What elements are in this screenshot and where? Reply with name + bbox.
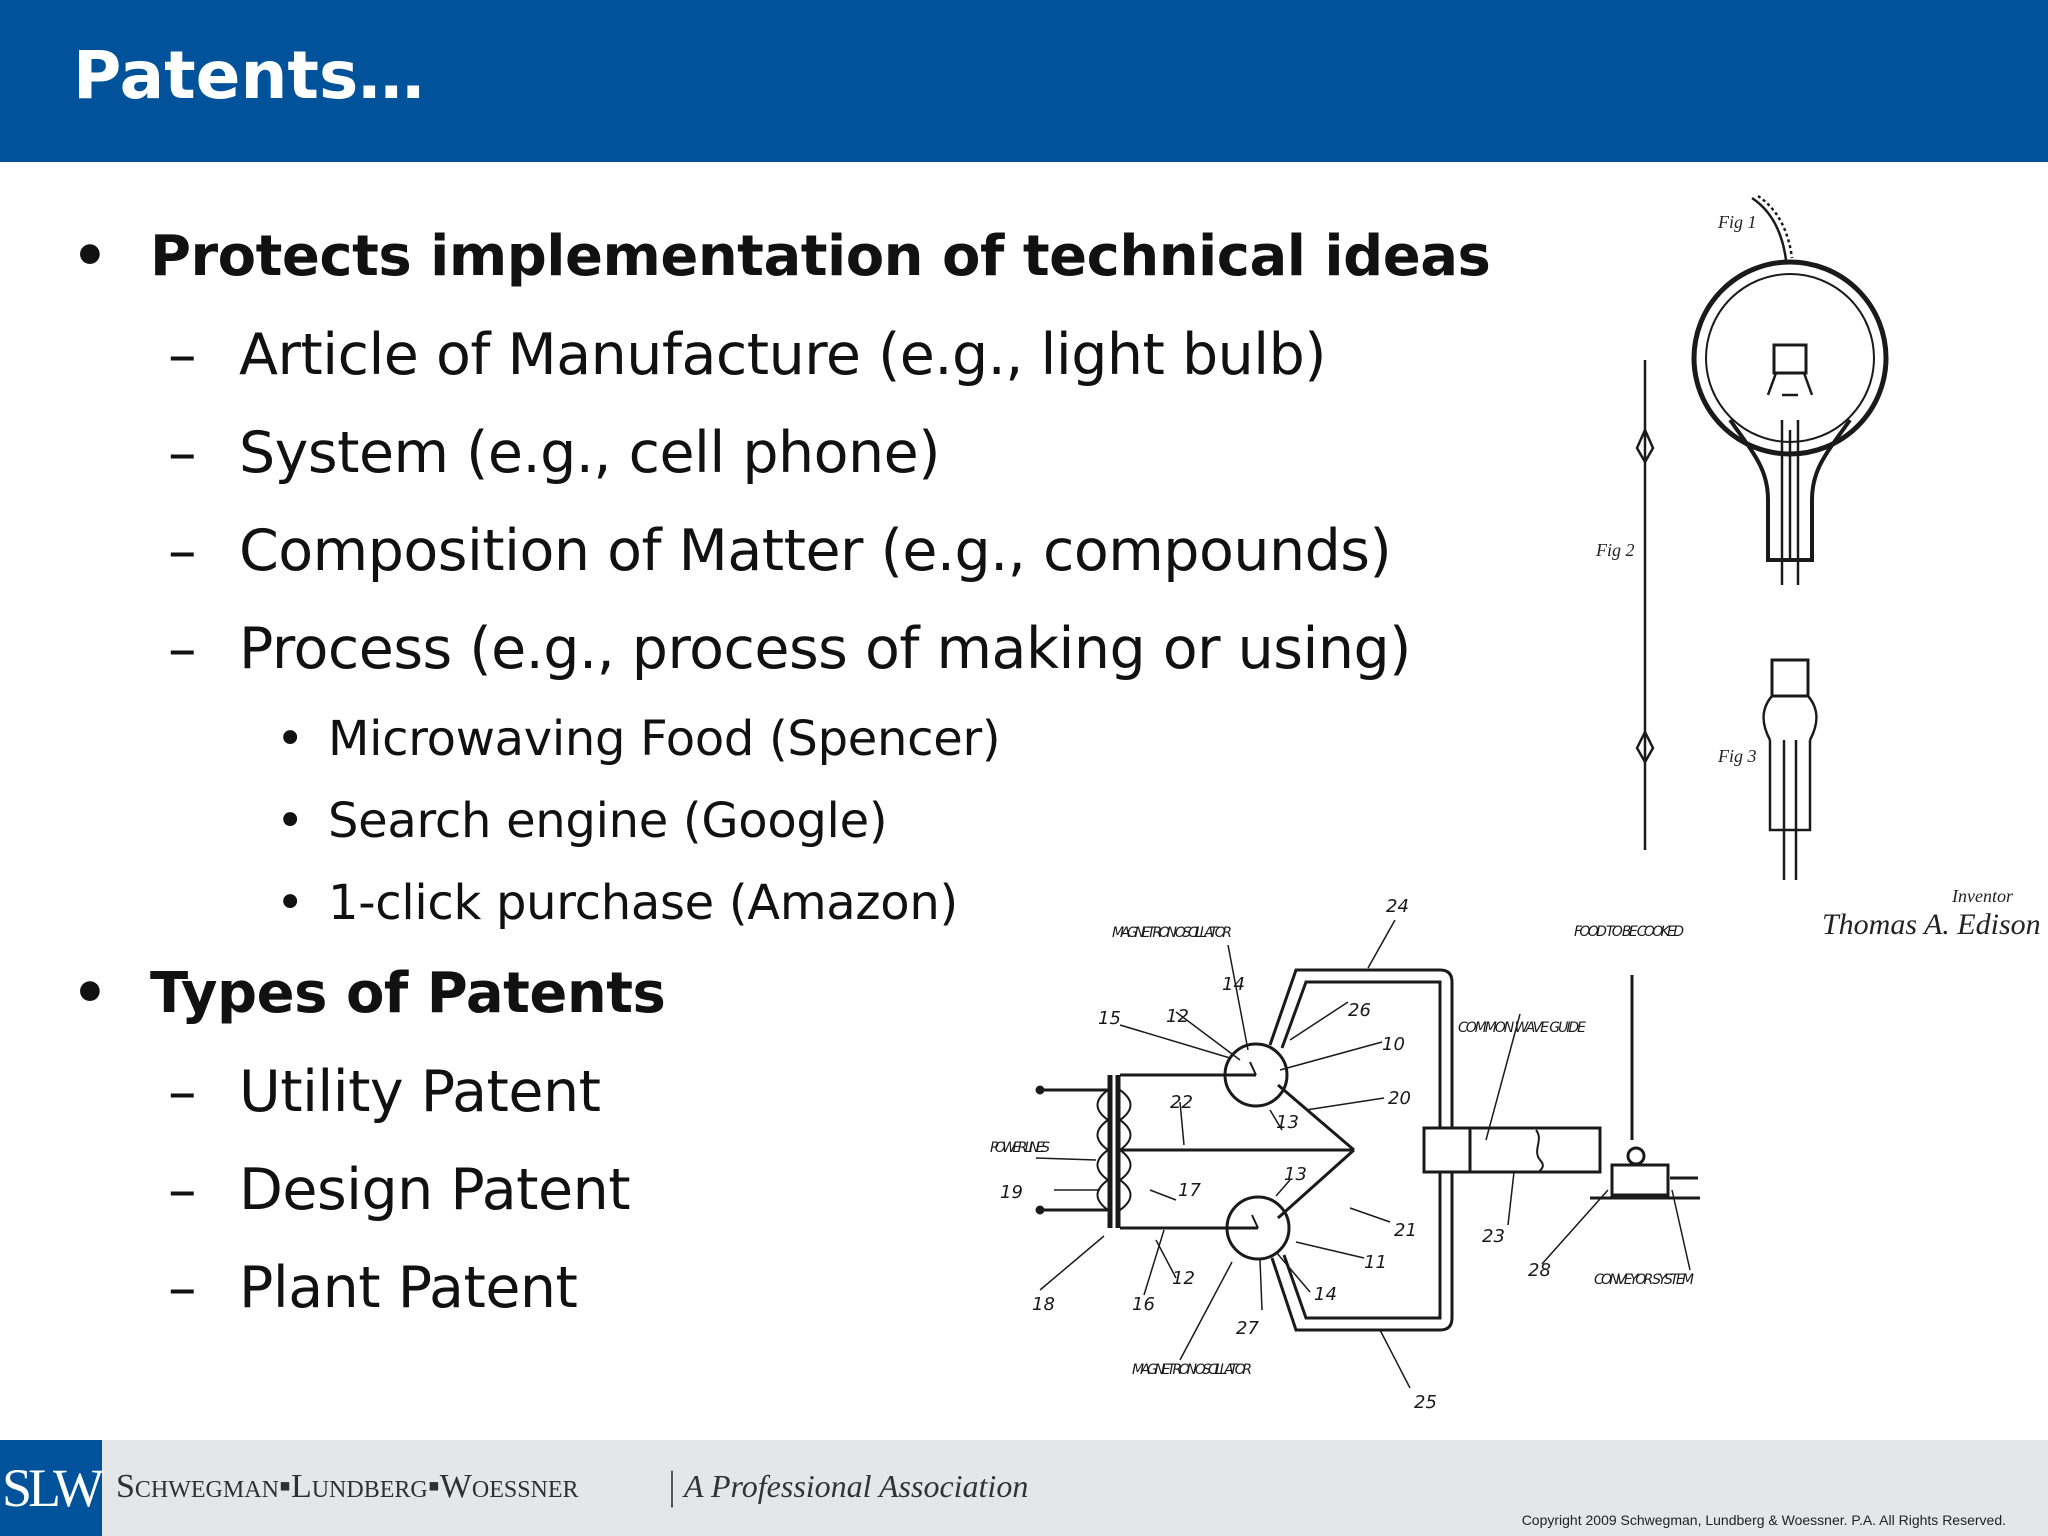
example-text: Search engine (Google) [328, 793, 888, 849]
ref-15: 15 [1098, 1008, 1121, 1029]
ref-23: 23 [1482, 1226, 1505, 1247]
ref-28: 28 [1528, 1260, 1551, 1281]
ref-13b: 13 [1284, 1164, 1307, 1185]
ref-25: 25 [1414, 1392, 1437, 1413]
magnetron-bottom-label: MAGNETRON OSCILLATOR [1132, 1362, 1252, 1378]
ref-16: 16 [1132, 1294, 1155, 1315]
ref-27: 27 [1236, 1318, 1259, 1339]
dash-marker: – [168, 1255, 197, 1321]
dash-marker: – [168, 1157, 197, 1223]
light-bulb-patent-drawing: Fig 1 Fig 2 Fig 3 Inventor Thomas A. Edi… [1595, 194, 2041, 941]
dash-marker: – [168, 420, 197, 486]
fig1-label: Fig 1 [1717, 212, 1757, 232]
firm-name: Schwegman▪Lundberg▪Woessner [116, 1468, 579, 1505]
sub-bullet-text: Composition of Matter (e.g., compounds) [239, 518, 1392, 584]
inventor-signature: Thomas A. Edison [1822, 908, 2041, 941]
example-text: Microwaving Food (Spencer) [328, 711, 1001, 767]
slw-logo: SLW [0, 1440, 104, 1536]
ref-18: 18 [1032, 1294, 1055, 1315]
ref-14b: 14 [1314, 1284, 1337, 1305]
firm-tagline: A Professional Association [684, 1468, 1029, 1504]
ref-21: 21 [1394, 1220, 1417, 1241]
ref-13: 13 [1276, 1112, 1299, 1133]
sub-bullet-text: Process (e.g., process of making or usin… [239, 616, 1411, 682]
ref-26: 26 [1348, 1000, 1371, 1021]
dash-marker: – [168, 322, 197, 388]
dash-marker: – [168, 616, 197, 682]
food-label: FOOD TO BE COOKED [1574, 924, 1684, 940]
ref-19: 19 [1000, 1182, 1023, 1203]
microwave-patent-drawing: MAGNETRON OSCILLATOR FOOD TO BE COOKED C… [990, 896, 1700, 1413]
ref-11: 11 [1364, 1252, 1387, 1273]
ref-22: 22 [1170, 1092, 1193, 1113]
bullet-text: Protects implementation of technical ide… [150, 224, 1491, 289]
sub-bullet-text: Utility Patent [239, 1059, 601, 1125]
slide-content: • Protects implementation of technical id… [72, 224, 1491, 1321]
magnetron-top-label: MAGNETRON OSCILLATOR [1112, 925, 1232, 941]
ref-12b: 12 [1172, 1268, 1195, 1289]
sub-bullet-text: System (e.g., cell phone) [239, 420, 940, 486]
inventor-label: Inventor [1951, 886, 2014, 906]
fig3-label: Fig 3 [1717, 746, 1757, 766]
ref-20: 20 [1388, 1088, 1411, 1109]
bullet-marker: • [276, 711, 305, 767]
bullet-text: Types of Patents [150, 961, 666, 1026]
ref-17: 17 [1178, 1180, 1201, 1201]
ref-24: 24 [1386, 896, 1409, 917]
footer: SLW Schwegman▪Lundberg▪Woessner | A Prof… [0, 1440, 2048, 1536]
bullet-marker: • [72, 224, 108, 289]
sub-bullet-text: Design Patent [239, 1157, 631, 1223]
title-bar: Patents… [0, 0, 2048, 162]
sub-bullet-text: Plant Patent [239, 1255, 578, 1321]
dash-marker: – [168, 518, 197, 584]
bullet-marker: • [72, 961, 108, 1026]
bullet-marker: • [276, 875, 305, 931]
bullet-marker: • [276, 793, 305, 849]
ref-12: 12 [1166, 1006, 1189, 1027]
ref-10: 10 [1382, 1034, 1405, 1055]
sub-bullet-text: Article of Manufacture (e.g., light bulb… [239, 322, 1327, 388]
footer-separator: | [668, 1463, 677, 1508]
example-text: 1-click purchase (Amazon) [328, 875, 958, 931]
dash-marker: – [168, 1059, 197, 1125]
fig2-label: Fig 2 [1595, 540, 1635, 560]
power-lines-label: POWER LINES [990, 1140, 1050, 1156]
waveguide-label: COMMON WAVE GUIDE [1458, 1020, 1586, 1036]
slide-title: Patents… [73, 37, 425, 114]
copyright-notice: Copyright 2009 Schwegman, Lundberg & Woe… [1521, 1512, 2006, 1528]
ref-14: 14 [1222, 974, 1245, 995]
conveyor-label: CONVEYOR SYSTEM [1594, 1272, 1694, 1288]
